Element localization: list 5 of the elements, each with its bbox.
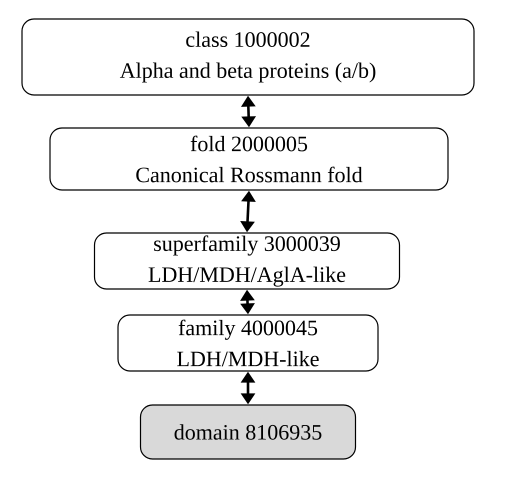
hierarchy-box: class 1000002 Alpha and beta proteins (a/b) bbox=[21, 18, 475, 96]
hierarchy-box: fold 2000005 Canonical Rossmann fold bbox=[49, 127, 449, 191]
hierarchy-box: domain 8106935 bbox=[140, 404, 356, 460]
hierarchy-box: family 4000045 LDH/MDH-like bbox=[117, 314, 379, 372]
hierarchy-box: superfamily 3000039 LDH/MDH/AglA-like bbox=[94, 232, 400, 290]
